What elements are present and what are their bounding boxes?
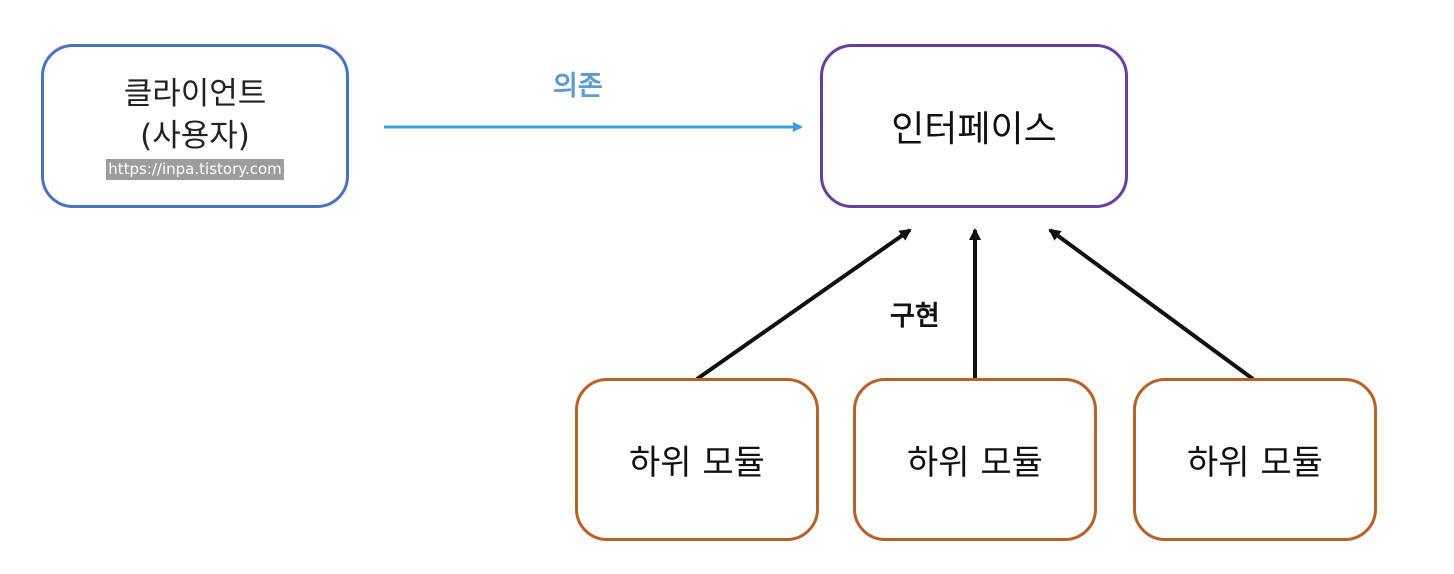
client-sublabel: (사용자)	[140, 117, 250, 154]
client-box: 클라이언트 (사용자) https://inpa.tistory.com	[41, 44, 349, 208]
module-label: 하위 모듈	[907, 443, 1043, 483]
implements-arrow-right	[1048, 228, 1255, 381]
watermark-text: https://inpa.tistory.com	[106, 158, 284, 180]
client-label: 클라이언트	[123, 75, 267, 112]
depends-label: 의존	[553, 71, 603, 102]
module-label: 하위 모듈	[1187, 443, 1323, 483]
interface-box: 인터페이스	[820, 44, 1128, 208]
module-box-1: 하위 모듈	[575, 378, 819, 541]
interface-label: 인터페이스	[891, 109, 1057, 150]
implements-arrow-left	[695, 228, 912, 381]
module-box-3: 하위 모듈	[1133, 378, 1377, 541]
module-box-2: 하위 모듈	[853, 378, 1097, 541]
implements-label: 구현	[890, 301, 940, 332]
module-label: 하위 모듈	[629, 443, 765, 483]
